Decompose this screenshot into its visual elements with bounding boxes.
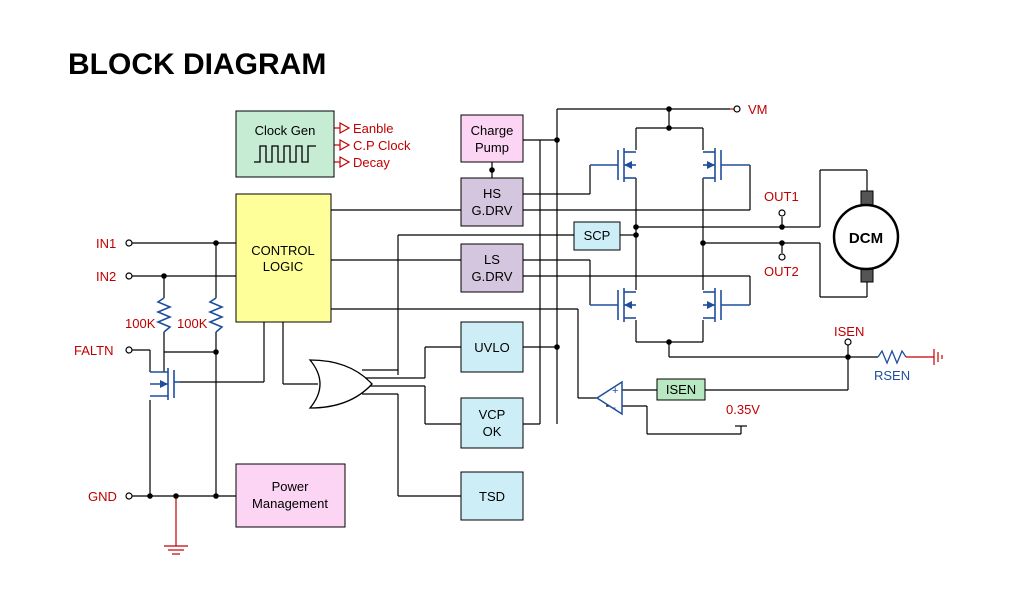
- mosfet-ls-right-icon: [703, 288, 750, 322]
- page-title: BLOCK DIAGRAM: [68, 48, 326, 81]
- ls-label-1: LS: [484, 252, 500, 267]
- isen-block: ISEN: [656, 378, 706, 401]
- tsd-block: TSD: [460, 471, 524, 521]
- mosfet-ls-left-icon: [590, 288, 636, 322]
- clock-waveform-icon: [254, 145, 316, 163]
- clock-output-cp-clock: C.P Clock: [353, 138, 411, 153]
- rsen-label: RSEN: [874, 368, 910, 383]
- red-wires: [164, 108, 943, 555]
- mosfet-faltn-icon: [150, 368, 180, 400]
- hs-gdrv-block: HS G.DRV: [460, 177, 524, 227]
- power-management-block: Power Management: [235, 463, 346, 528]
- vref-label: 0.35V: [726, 402, 760, 417]
- scp-label: SCP: [584, 228, 611, 243]
- pin-vm: VM: [748, 102, 768, 117]
- comparator-minus: -: [612, 400, 616, 414]
- charge-pump-label-1: Charge: [471, 123, 514, 138]
- mosfet-hs-left-icon: [590, 148, 636, 182]
- control-label-1: CONTROL: [251, 243, 315, 258]
- mosfet-hs-right-icon: [703, 148, 750, 182]
- charge-pump-block: Charge Pump: [460, 114, 524, 163]
- power-label-2: Management: [252, 496, 328, 511]
- control-logic-block: CONTROL LOGIC: [235, 193, 332, 323]
- comparator-plus: +: [612, 385, 618, 397]
- clock-gen-label: Clock Gen: [255, 123, 316, 138]
- tsd-label: TSD: [479, 489, 505, 504]
- pin-isen: ISEN: [834, 324, 864, 339]
- dc-motor: DCM: [832, 170, 900, 297]
- pin-out1: OUT1: [764, 189, 799, 204]
- pin-terminals: [125, 105, 852, 500]
- vcp-label-2: OK: [483, 424, 502, 439]
- clock-gen-block: Clock Gen: [235, 110, 335, 178]
- clock-output-enable: Eanble: [353, 121, 393, 136]
- isen-block-label: ISEN: [666, 382, 696, 397]
- pin-in1: IN1: [96, 236, 116, 251]
- comparator-icon: [595, 380, 623, 416]
- resistor-right-label: 100K: [177, 316, 208, 331]
- pin-gnd: GND: [88, 489, 117, 504]
- ls-label-2: G.DRV: [472, 269, 513, 284]
- pin-out2: OUT2: [764, 264, 799, 279]
- ls-gdrv-block: LS G.DRV: [460, 243, 524, 293]
- pin-in2: IN2: [96, 269, 116, 284]
- power-label-1: Power: [272, 479, 310, 494]
- clock-output-decay: Decay: [353, 155, 390, 170]
- resistor-right-icon: [207, 297, 225, 333]
- dcm-label: DCM: [849, 230, 883, 247]
- vcp-label-1: VCP: [479, 407, 506, 422]
- uvlo-block: UVLO: [460, 321, 524, 373]
- or-gate-icon: [308, 359, 373, 409]
- wires: [132, 108, 878, 497]
- hs-label-1: HS: [483, 186, 501, 201]
- resistor-left-icon: [155, 297, 173, 333]
- junctions: [147, 106, 851, 499]
- resistor-left-label: 100K: [125, 316, 156, 331]
- hs-label-2: G.DRV: [472, 203, 513, 218]
- pin-faltn: FALTN: [74, 343, 114, 358]
- vcp-ok-block: VCP OK: [460, 397, 524, 449]
- scp-block: SCP: [573, 221, 621, 251]
- control-label-2: LOGIC: [263, 259, 303, 274]
- charge-pump-label-2: Pump: [475, 140, 509, 155]
- uvlo-label: UVLO: [474, 340, 509, 355]
